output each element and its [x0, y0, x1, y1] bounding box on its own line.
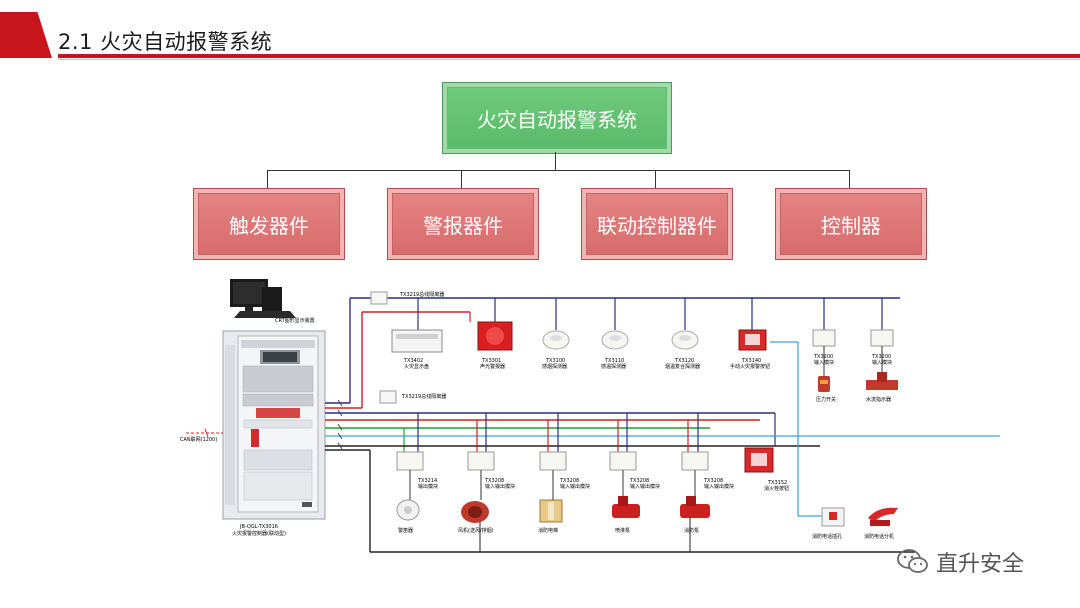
root-node-box: 火灾自动报警系统: [442, 82, 672, 154]
header-divider-thin: [58, 59, 1080, 60]
device-name: 消火栓按钮: [764, 485, 789, 492]
fire-display-panel: [391, 329, 443, 353]
tree-connector-4: [849, 170, 850, 188]
device-name: 感烟探测器: [542, 363, 567, 370]
device-code: TX3208: [559, 478, 579, 484]
fire-alarm-controller-cabinet: [222, 330, 326, 520]
mid-row-drops-blue: [417, 413, 699, 452]
monitor-label: CRT图形显示装置: [275, 317, 315, 324]
io-module-1-icon: [467, 451, 495, 471]
phone-extension-icon: [868, 507, 898, 526]
fire-display-panel-screen: [396, 334, 438, 339]
device-name: 输入输出模块: [485, 483, 515, 490]
device-name: 输入输出模块: [630, 483, 660, 490]
watermark: 直升安全: [896, 546, 1024, 578]
device-code: TX3208: [484, 478, 504, 484]
category-label: 触发器件: [229, 213, 309, 238]
wechat-icon: [896, 548, 930, 576]
device-name: 烟温复合探测器: [665, 363, 700, 370]
elevator-icon: [539, 499, 563, 523]
fan-icon: [461, 501, 489, 523]
device-code: TX3301: [481, 358, 501, 364]
page-title: 2.1 火灾自动报警系统: [58, 30, 273, 54]
device-name: 消防电话插孔: [812, 533, 842, 540]
category-controller: 控制器: [775, 188, 927, 260]
device-code: TX3100: [545, 358, 565, 364]
header-divider: [58, 54, 1080, 58]
combined-detector-icon: [671, 330, 699, 350]
device-code: TX3120: [674, 358, 694, 364]
sound-light-alarm-lens: [486, 327, 504, 345]
cabinet-label-model: JB-QGL-TX3016: [239, 524, 278, 530]
crt-monitor-icon: [230, 279, 296, 318]
input-module-1-icon: [812, 329, 836, 347]
mid-row-drops-red: [476, 420, 689, 452]
io-module-3-icon: [609, 451, 637, 471]
tree-connector-vertical: [555, 152, 556, 170]
root-node-label: 火灾自动报警系统: [477, 107, 637, 132]
device-name: 输出模块: [418, 483, 438, 490]
tree-connector-2: [461, 170, 462, 188]
top-row-drops: [417, 298, 883, 330]
tree-connector-horizontal: [267, 170, 849, 171]
smoke-detector-icon: [542, 330, 570, 350]
device-name: 警笛器: [398, 527, 413, 534]
top-bus-label: TX3219总线隔离器: [399, 291, 444, 298]
cabinet-wire-breaks: [337, 399, 343, 450]
module-device-links: [409, 470, 696, 500]
io-module-4-icon: [681, 451, 709, 471]
hydrant-button-icon: [744, 447, 774, 473]
device-code: TX3214: [417, 478, 437, 484]
device-name: 水流指示器: [866, 396, 891, 403]
device-code: TX3152: [767, 480, 787, 486]
device-name: 消防电梯: [538, 527, 558, 534]
can-link-break: [204, 428, 209, 438]
cabinet-label-desc: 火灾报警控制器(联动型): [232, 530, 286, 537]
device-code: TX3402: [403, 358, 423, 364]
pressure-switch-icon: [818, 376, 830, 392]
category-label: 控制器: [821, 213, 881, 238]
device-name: 输入输出模块: [560, 483, 590, 490]
device-name: 手动火灾报警按钮: [730, 363, 770, 370]
device-name: 火灾显示盘: [404, 363, 429, 370]
io-module-2-icon: [539, 451, 567, 471]
can-label: CAN联网(1200): [180, 436, 217, 443]
device-name: 声光警报器: [480, 363, 505, 370]
category-label: 警报器件: [423, 213, 503, 238]
device-name: 感温探测器: [601, 363, 626, 370]
device-code: TX3208: [629, 478, 649, 484]
category-trigger-devices: 触发器件: [193, 188, 345, 260]
top-bus-isolator: [370, 291, 388, 305]
category-label: 联动控制器件: [597, 213, 717, 238]
mid-bus-isolator: [379, 390, 397, 404]
device-code: TX3208: [703, 478, 723, 484]
device-code: TX3110: [604, 358, 624, 364]
input-module-2-icon: [870, 329, 894, 347]
sprinkler-pump-icon: [612, 496, 640, 518]
device-name: 压力开关: [816, 396, 836, 403]
output-module-icon: [396, 451, 424, 471]
device-name: 消防电话分机: [864, 533, 894, 540]
device-code: TX3200: [813, 354, 833, 360]
device-name: 喷淋泵: [615, 527, 630, 534]
device-name: 消防泵: [684, 527, 699, 534]
device-code: TX3200: [871, 354, 891, 360]
device-name: 风机(送风/排烟): [458, 527, 494, 534]
mid-bus-label: TX3219总线隔离器: [401, 393, 446, 400]
heat-detector-icon: [601, 330, 629, 350]
watermark-text: 直升安全: [936, 552, 1025, 577]
device-code: TX3140: [741, 358, 761, 364]
tree-connector-1: [267, 170, 268, 188]
category-alarm-devices: 警报器件: [387, 188, 539, 260]
tree-connector-3: [655, 170, 656, 188]
phone-jack-icon: [821, 507, 845, 527]
water-flow-indicator-icon: [866, 372, 898, 390]
device-name: 输入输出模块: [704, 483, 734, 490]
fire-pump-icon: [680, 496, 710, 518]
category-linkage-control-devices: 联动控制器件: [581, 188, 733, 260]
manual-alarm-button-icon: [738, 329, 767, 351]
siren-icon: [396, 499, 420, 521]
